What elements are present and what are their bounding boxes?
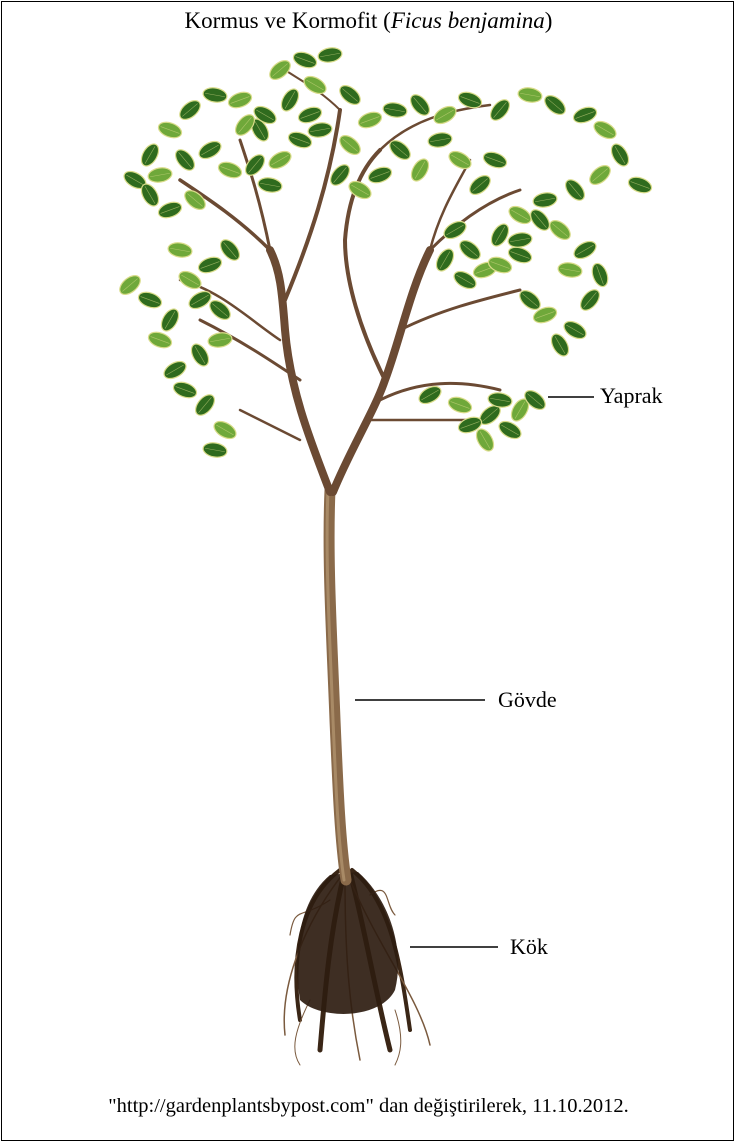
source-caption: "http://gardenplantsbypost.com" dan deği… <box>0 1095 737 1118</box>
leaf-label: Yaprak <box>600 383 663 409</box>
root-label: Kök <box>510 934 548 960</box>
stem-label: Gövde <box>498 687 557 713</box>
root-mass <box>297 872 398 1014</box>
stem <box>327 490 346 880</box>
